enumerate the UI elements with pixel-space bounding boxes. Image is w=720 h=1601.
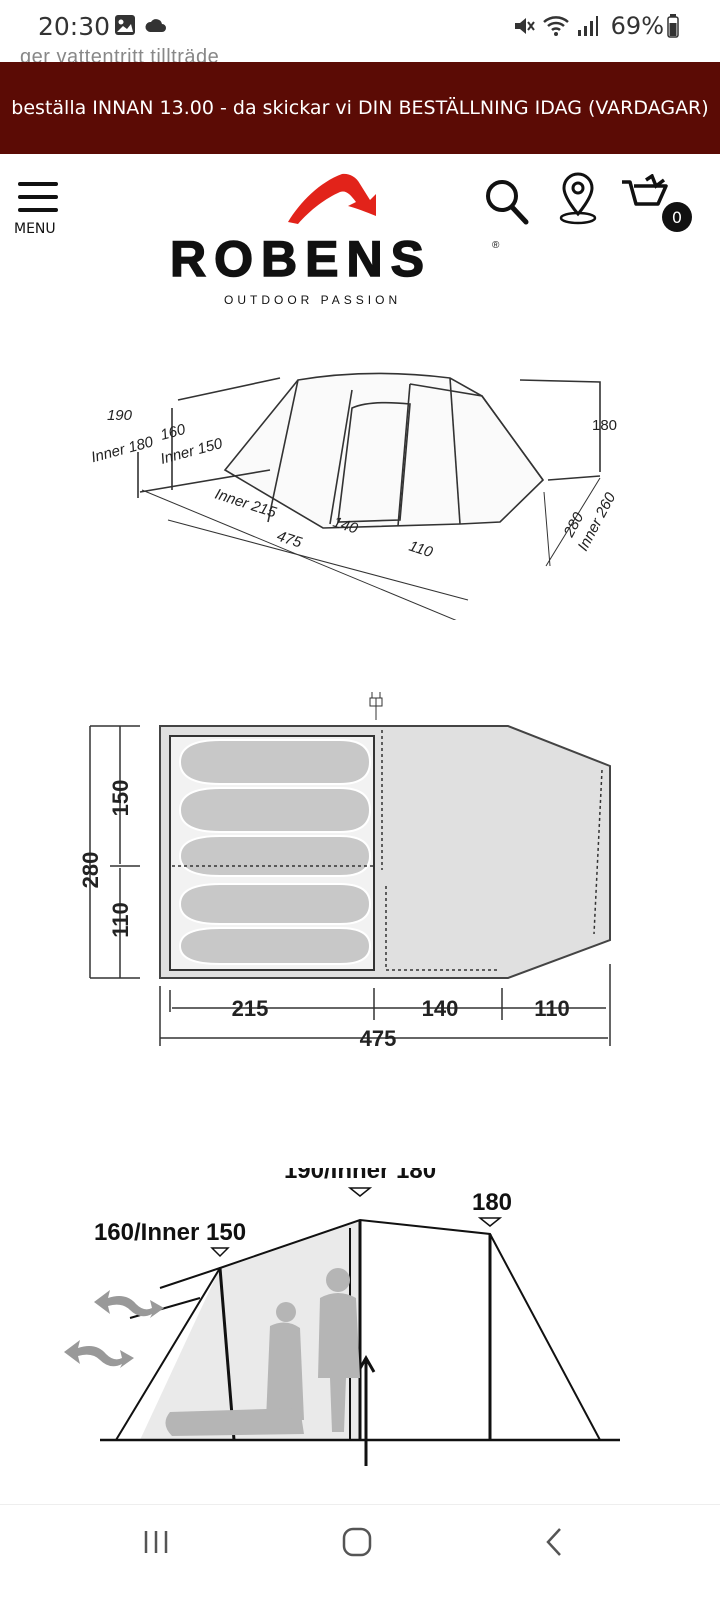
cart-count-badge: 0 [662,202,692,232]
person-silhouettes [165,1268,360,1436]
tent-floor-plan: 150 110 280 215 140 110 475 [80,692,611,1051]
logo-swoosh-icon [288,173,376,224]
home-icon[interactable] [340,1525,374,1559]
sitting-person-icon [276,1302,296,1322]
mute-icon [515,18,535,34]
status-time: 20:30 [38,12,111,41]
search-icon[interactable] [484,176,530,226]
dim-height-total: 190 [107,407,133,424]
recent-apps-icon[interactable] [140,1525,174,1559]
signal-icon [578,16,598,36]
menu-label: MENU [14,221,56,237]
registered-mark: ® [492,240,500,251]
side-dim-left: 160/Inner 150 [94,1219,246,1246]
tent-outline [223,372,545,529]
cloud-icon [145,19,166,32]
plan-dim-w1: 215 [232,996,269,1021]
plan-dim-h1: 150 [108,780,133,817]
plan-dim-w-total: 475 [360,1026,397,1051]
status-bar: 20:30 69% [0,0,720,56]
plan-dim-h-total: 280 [80,852,103,889]
promo-banner[interactable]: beställa INNAN 13.00 - da skickar vi DIN… [0,62,720,154]
power-plug-icon [369,692,383,720]
dim-height-inner: Inner 180 [89,433,155,466]
battery-percent: 69% [610,12,664,40]
plan-dim-h2: 110 [108,902,133,938]
plan-dim-w2: 140 [422,996,459,1021]
standing-person-icon [326,1268,350,1292]
system-nav-bar [0,1504,720,1601]
battery-icon [667,14,679,38]
plan-dim-w3: 110 [534,996,570,1021]
dim-right-height: 180 [592,417,617,434]
hamburger-icon [18,182,58,186]
tent-3d-diagram: 190 Inner 180 160 Inner 150 180 Inner 21… [89,372,620,620]
side-dim-center: 190/Inner 180 [284,1168,436,1184]
cart-icon[interactable] [620,174,668,218]
robens-logo[interactable]: ROBENS ® OUTDOOR PASSION [170,164,510,304]
side-dim-right: 180 [472,1189,512,1216]
logo-brand: ROBENS [170,231,432,287]
dim-height2-total: 160 [159,421,188,444]
back-icon[interactable] [538,1525,572,1559]
tent-side-view: 190/Inner 180 160/Inner 150 180 [64,1168,620,1466]
site-header: MENU ROBENS ® OUTDOOR PASSION [0,154,720,324]
location-pin-icon[interactable] [558,170,602,226]
dim-length-end: 110 [407,538,436,562]
dim-length-total: 475 [275,528,305,552]
menu-button[interactable]: MENU [14,182,60,237]
wifi-icon [543,16,569,36]
promo-text: beställa INNAN 13.00 - da skickar vi DIN… [11,97,709,119]
logo-tagline: OUTDOOR PASSION [224,293,401,304]
ventilation-arrows-icon [64,1290,164,1368]
image-icon [115,15,135,35]
